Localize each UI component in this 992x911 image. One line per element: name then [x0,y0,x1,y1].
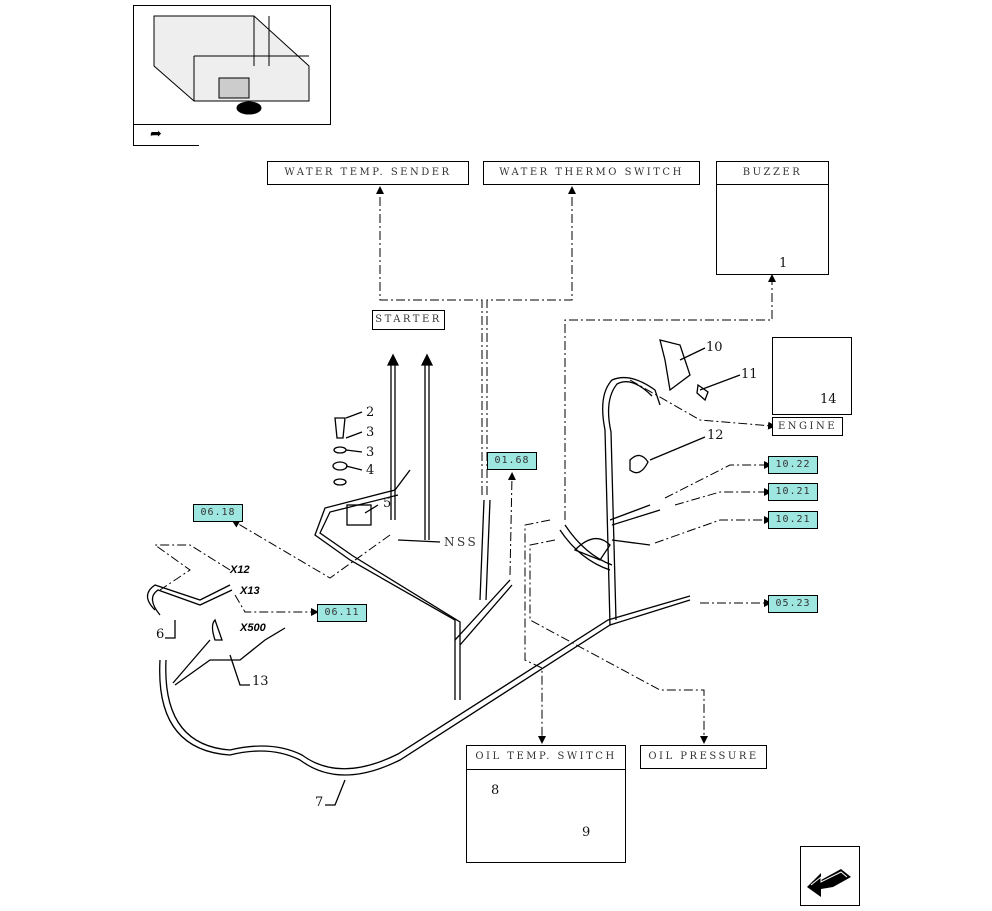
engine-box: ENGINE [772,417,843,436]
callout-6: 6 [156,627,165,642]
water-thermo-switch-box: WATER THERMO SWITCH [483,161,700,185]
callout-5: 5 [383,496,392,511]
ref-10-22[interactable]: 10.22 [768,456,818,474]
thumbnail-arrow-icon: ➦ [150,126,162,142]
callout-9: 9 [582,825,591,840]
connector-x13: X13 [240,585,260,597]
oil-temp-switch-box: OIL TEMP. SWITCH [466,745,626,863]
water-temp-sender-box: WATER TEMP. SENDER [267,161,469,185]
ref-05-23[interactable]: 05.23 [768,595,818,613]
starter-label: STARTER [375,314,442,325]
callout-14: 14 [820,392,837,407]
thumbnail-view [133,5,331,125]
back-nav-button[interactable] [800,846,860,906]
buzzer-box: BUZZER [716,161,829,275]
oil-temp-switch-label: OIL TEMP. SWITCH [475,751,617,762]
callout-4: 4 [366,463,375,478]
tractor-location-thumbnail [153,15,310,115]
oil-pressure-label: OIL PRESSURE [648,751,759,762]
ref-06-18[interactable]: 06.18 [193,504,243,522]
buzzer-label: BUZZER [742,167,803,178]
ref-06-11[interactable]: 06.11 [317,604,367,622]
oil-pressure-box: OIL PRESSURE [640,745,767,769]
engine-label: ENGINE [777,421,838,432]
callout-3a: 3 [366,425,375,440]
callout-2: 2 [366,405,375,420]
back-arrow-icon [807,869,851,897]
thumbnail-tab: ➦ [133,124,199,146]
callout-13: 13 [252,674,269,689]
connector-14-box [772,337,852,415]
water-thermo-switch-label: WATER THERMO SWITCH [499,167,684,178]
nss-label: NSS [444,535,479,549]
callout-1: 1 [779,256,788,271]
callout-8: 8 [491,783,500,798]
ref-10-21-b[interactable]: 10.21 [768,511,818,529]
ref-01-68[interactable]: 01.68 [487,452,537,470]
callout-3b: 3 [366,445,375,460]
connector-x12: X12 [230,564,250,576]
callout-10: 10 [706,340,723,355]
callout-7: 7 [315,795,324,810]
callout-11: 11 [741,367,758,382]
water-temp-sender-label: WATER TEMP. SENDER [284,167,452,178]
starter-box: STARTER [372,310,445,330]
ref-10-21-a[interactable]: 10.21 [768,483,818,501]
callout-12: 12 [707,428,724,443]
connector-x500: X500 [240,622,266,634]
